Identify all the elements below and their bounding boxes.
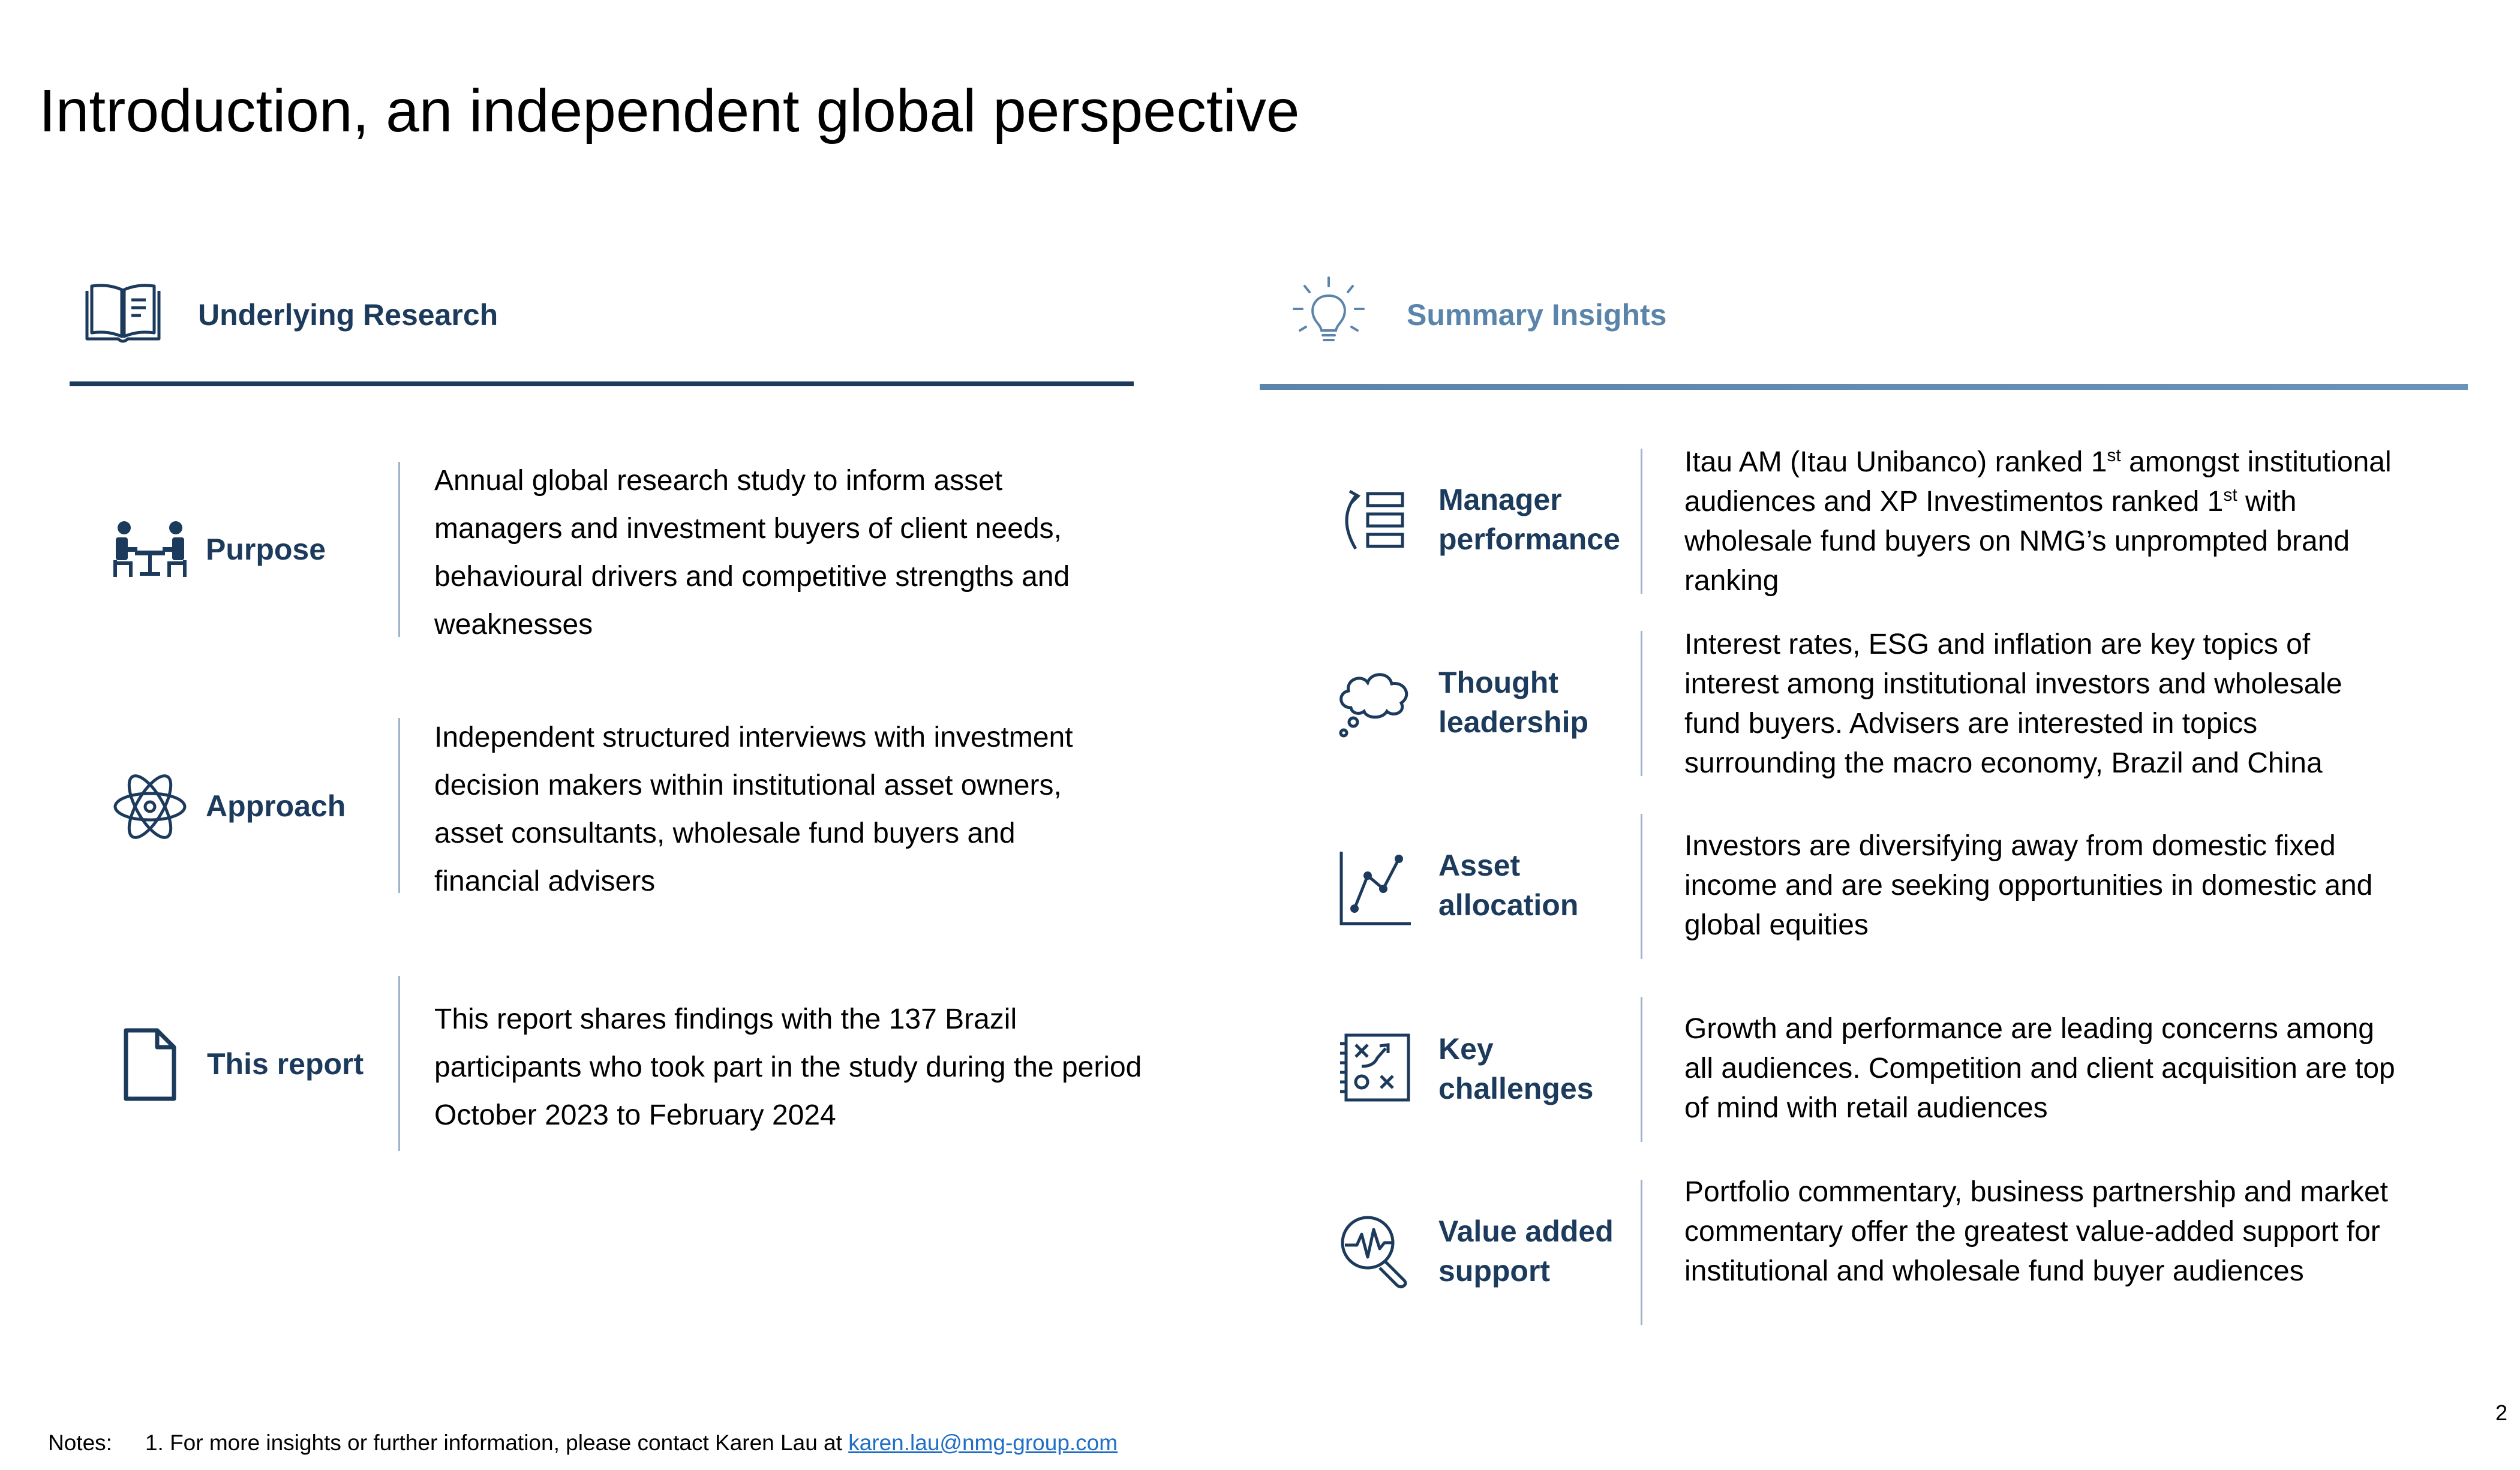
purpose-text: Annual global research study to inform a… bbox=[434, 465, 1070, 641]
atom-icon bbox=[113, 774, 187, 839]
note-text: 1. For more insights or further informat… bbox=[145, 1430, 849, 1455]
underlying-research-header: Underlying Research bbox=[81, 273, 498, 357]
contact-email-link[interactable]: karen.lau@nmg-group.com bbox=[848, 1430, 1118, 1455]
underlying-research-rule bbox=[70, 381, 1134, 386]
value-added-support-divider bbox=[1641, 1180, 1642, 1325]
summary-insights-rule bbox=[1260, 384, 2468, 390]
line-chart-icon bbox=[1339, 852, 1411, 925]
manager-performance-label: Manager performance bbox=[1438, 483, 1620, 556]
page-title: Introduction, an independent global pers… bbox=[39, 77, 1300, 145]
approach-text: Independent structured interviews with i… bbox=[434, 722, 1073, 897]
manager-performance-text: Itau AM (Itau Unibanco) ranked 1st among… bbox=[1684, 446, 2392, 597]
magnifier-pulse-icon bbox=[1341, 1216, 1407, 1289]
this-report-label: This report bbox=[207, 1047, 364, 1081]
this-report-text: This report shares findings with the 137… bbox=[434, 1003, 1142, 1131]
asset-allocation-divider bbox=[1641, 814, 1642, 959]
this-report-divider bbox=[398, 976, 400, 1151]
open-book-icon bbox=[85, 284, 161, 343]
notes-label: Notes: bbox=[48, 1430, 112, 1455]
strategy-board-icon bbox=[1340, 1033, 1410, 1102]
asset-allocation-text: Investors are diversifying away from dom… bbox=[1684, 830, 2373, 941]
lightbulb-icon bbox=[1293, 276, 1365, 341]
document-icon bbox=[124, 1028, 176, 1101]
key-challenges-label: Key challenges bbox=[1438, 1032, 1594, 1105]
thought-leadership-divider bbox=[1641, 631, 1642, 776]
summary-insights-heading: Summary Insights bbox=[1407, 298, 1667, 332]
asset-allocation-label: Asset allocation bbox=[1438, 849, 1579, 922]
key-challenges-divider bbox=[1641, 997, 1642, 1142]
purpose-divider bbox=[398, 462, 400, 637]
underlying-research-heading: Underlying Research bbox=[198, 298, 498, 332]
thought-cloud-icon bbox=[1339, 673, 1408, 738]
key-challenges-text: Growth and performance are leading conce… bbox=[1684, 1013, 2395, 1124]
summary-insights-header: Summary Insights bbox=[1287, 273, 1666, 357]
footer-notes: Notes: 1. For more insights or further in… bbox=[48, 1430, 1118, 1456]
approach-divider bbox=[398, 718, 400, 893]
ranking-list-icon bbox=[1345, 489, 1404, 550]
purpose-label: Purpose bbox=[206, 533, 326, 566]
value-added-support-text: Portfolio commentary, business partnersh… bbox=[1684, 1176, 2388, 1287]
manager-performance-divider bbox=[1641, 449, 1642, 594]
meeting-people-icon bbox=[113, 521, 187, 577]
approach-label: Approach bbox=[206, 789, 346, 823]
thought-leadership-text: Interest rates, ESG and inflation are ke… bbox=[1684, 629, 2342, 779]
page-number: 2 bbox=[2495, 1400, 2508, 1425]
thought-leadership-label: Thought leadership bbox=[1438, 666, 1589, 739]
value-added-support-label: Value added support bbox=[1438, 1215, 1614, 1288]
